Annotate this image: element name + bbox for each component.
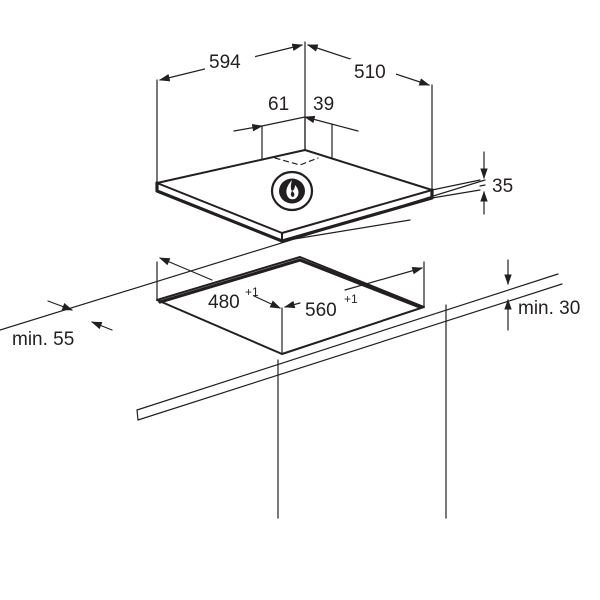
dimension-width-depth: 594 510 [156,41,433,191]
dimension-offsets: 61 39 [233,94,359,161]
countertop-front-top [136,273,559,411]
cutout-inner [158,258,422,309]
cabinet [277,304,447,519]
label-39: 39 [313,94,334,115]
label-510: 510 [354,62,386,83]
dimension-min-front: min. 55 [12,300,113,350]
label-560-tolerance: +1 [344,292,358,306]
label-min-30: min. 30 [518,298,580,319]
dimension-min-below: min. 30 [504,259,580,331]
dimension-height: 35 [431,151,513,215]
label-594: 594 [209,52,241,73]
hob-underside [281,219,411,242]
gas-connection-dashed [274,157,319,166]
countertop-back-edge-2 [479,184,486,187]
label-61: 61 [268,94,289,115]
label-560: 560 [305,300,337,321]
cutout: 480 +1 560 +1 [156,256,425,355]
countertop-front-bottom [137,283,563,421]
countertop-back-edge [0,179,486,331]
countertop [0,179,563,421]
dim-line-480 [159,257,213,281]
dim-line-560 [344,267,424,291]
hob [155,149,434,243]
dim-line-61 [233,123,264,132]
label-35: 35 [492,176,513,197]
label-min-55: min. 55 [12,329,74,350]
dim-line-39 [303,115,359,132]
label-480-tolerance: +1 [245,285,259,299]
flame-icon [270,170,314,212]
label-480: 480 [208,292,240,313]
